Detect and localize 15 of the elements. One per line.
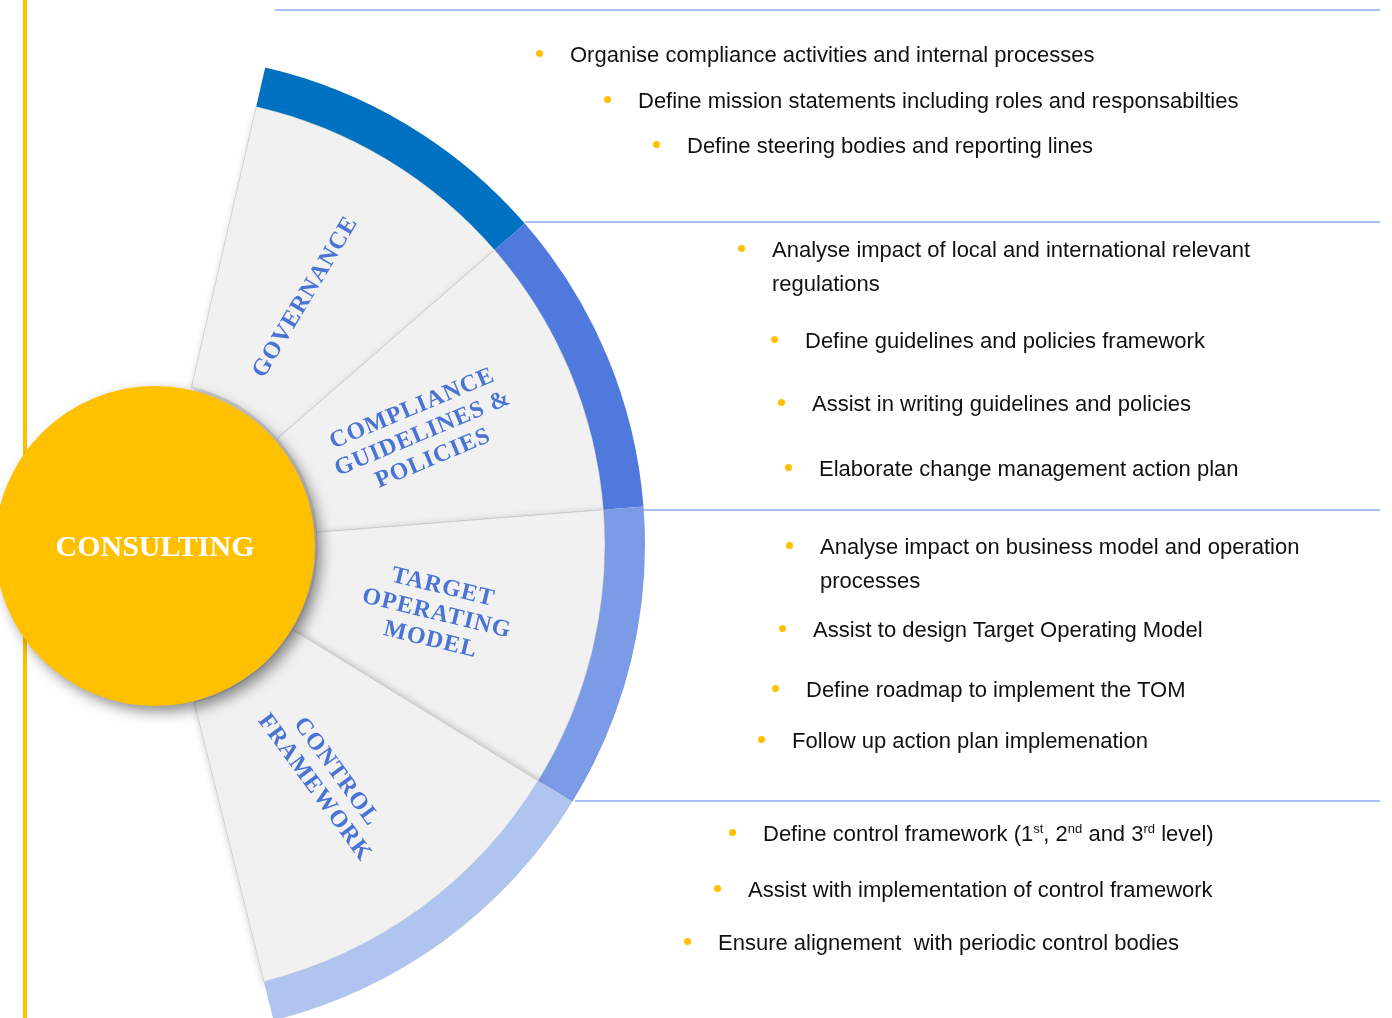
bullet-point: Define roadmap to implement the TOM — [772, 673, 1186, 707]
bullet-point: Organise compliance activities and internal processes — [536, 38, 1095, 72]
bullet-point: Assist in writing guidelines and policies — [778, 387, 1192, 421]
bullet-point: Assist with implementation of control framework — [714, 873, 1213, 907]
bullet-point: Define mission statements including roles and responsabilties — [604, 84, 1239, 118]
bullet-point: Define guidelines and policies framework — [771, 324, 1205, 358]
bullet-point: Define steering bodies and reporting lines — [653, 129, 1094, 163]
bullet-point: Analyse impact on business model and operation processes — [786, 530, 1334, 598]
bullet-point: Define control framework (1$^{st}$, 2$^{nd}$ and 3$^{rd}$ level) — [729, 817, 1214, 851]
bullet-point: Elaborate change management action plan — [785, 452, 1239, 486]
bullet-point: Analyse impact of local and international relevant regulations — [738, 233, 1326, 301]
bullet-point: Assist to design Target Operating Model — [779, 613, 1203, 647]
bullet-point: Follow up action plan implemenation — [758, 724, 1148, 758]
center-title: CONSULTING — [55, 529, 255, 563]
bullet-point: Ensure alignement with periodic control bodies — [684, 926, 1180, 960]
